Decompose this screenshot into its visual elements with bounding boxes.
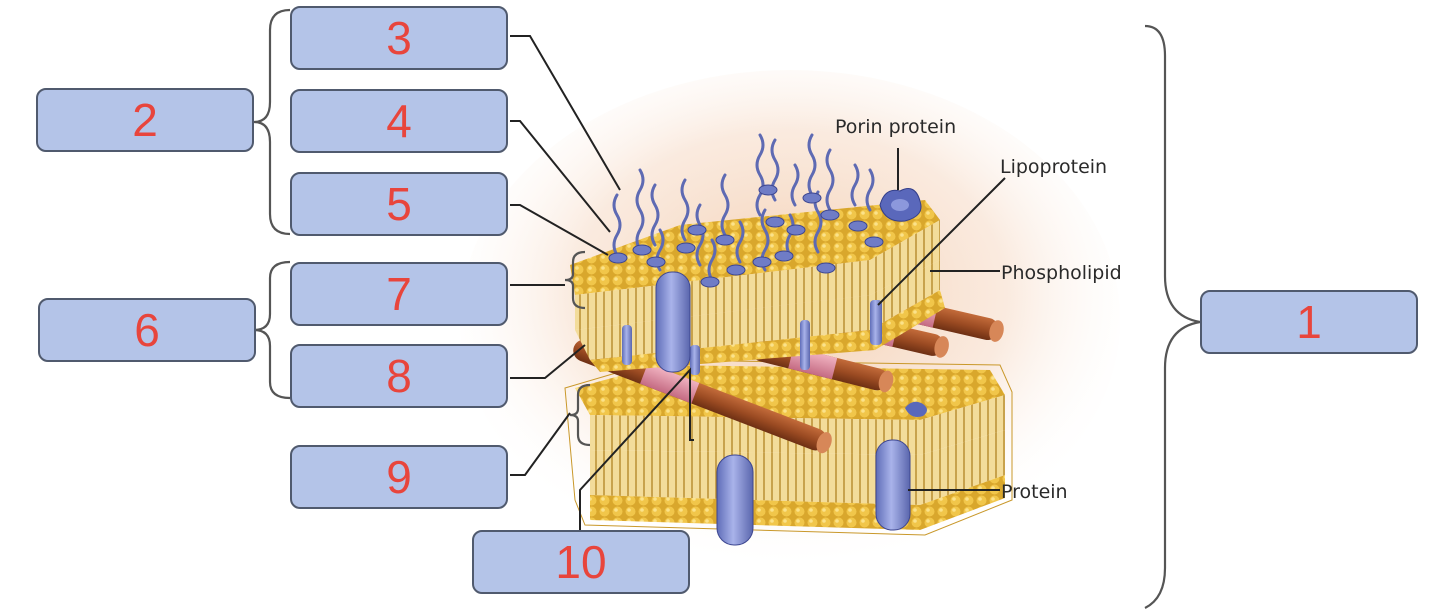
answer-box-1[interactable]: 1: [1200, 290, 1418, 354]
brace-1: [1145, 26, 1200, 608]
label-protein: Protein: [1001, 481, 1068, 503]
answer-box-2[interactable]: 2: [36, 88, 254, 152]
answer-box-8[interactable]: 8: [290, 344, 508, 408]
answer-box-9[interactable]: 9: [290, 445, 508, 509]
brace-2: [254, 10, 290, 234]
label-lipoprotein: Lipoprotein: [1000, 156, 1107, 178]
brace-6: [254, 262, 290, 398]
answer-box-3[interactable]: 3: [290, 6, 508, 70]
answer-box-4[interactable]: 4: [290, 89, 508, 153]
answer-box-5[interactable]: 5: [290, 172, 508, 236]
inner-membrane: [565, 360, 1012, 535]
porin-protein: [880, 189, 921, 222]
answer-box-7[interactable]: 7: [290, 262, 508, 326]
answer-box-6[interactable]: 6: [38, 298, 256, 362]
label-phospholipid: Phospholipid: [1001, 262, 1122, 284]
answer-box-10[interactable]: 10: [472, 530, 690, 594]
label-porin-protein: Porin protein: [835, 116, 956, 138]
